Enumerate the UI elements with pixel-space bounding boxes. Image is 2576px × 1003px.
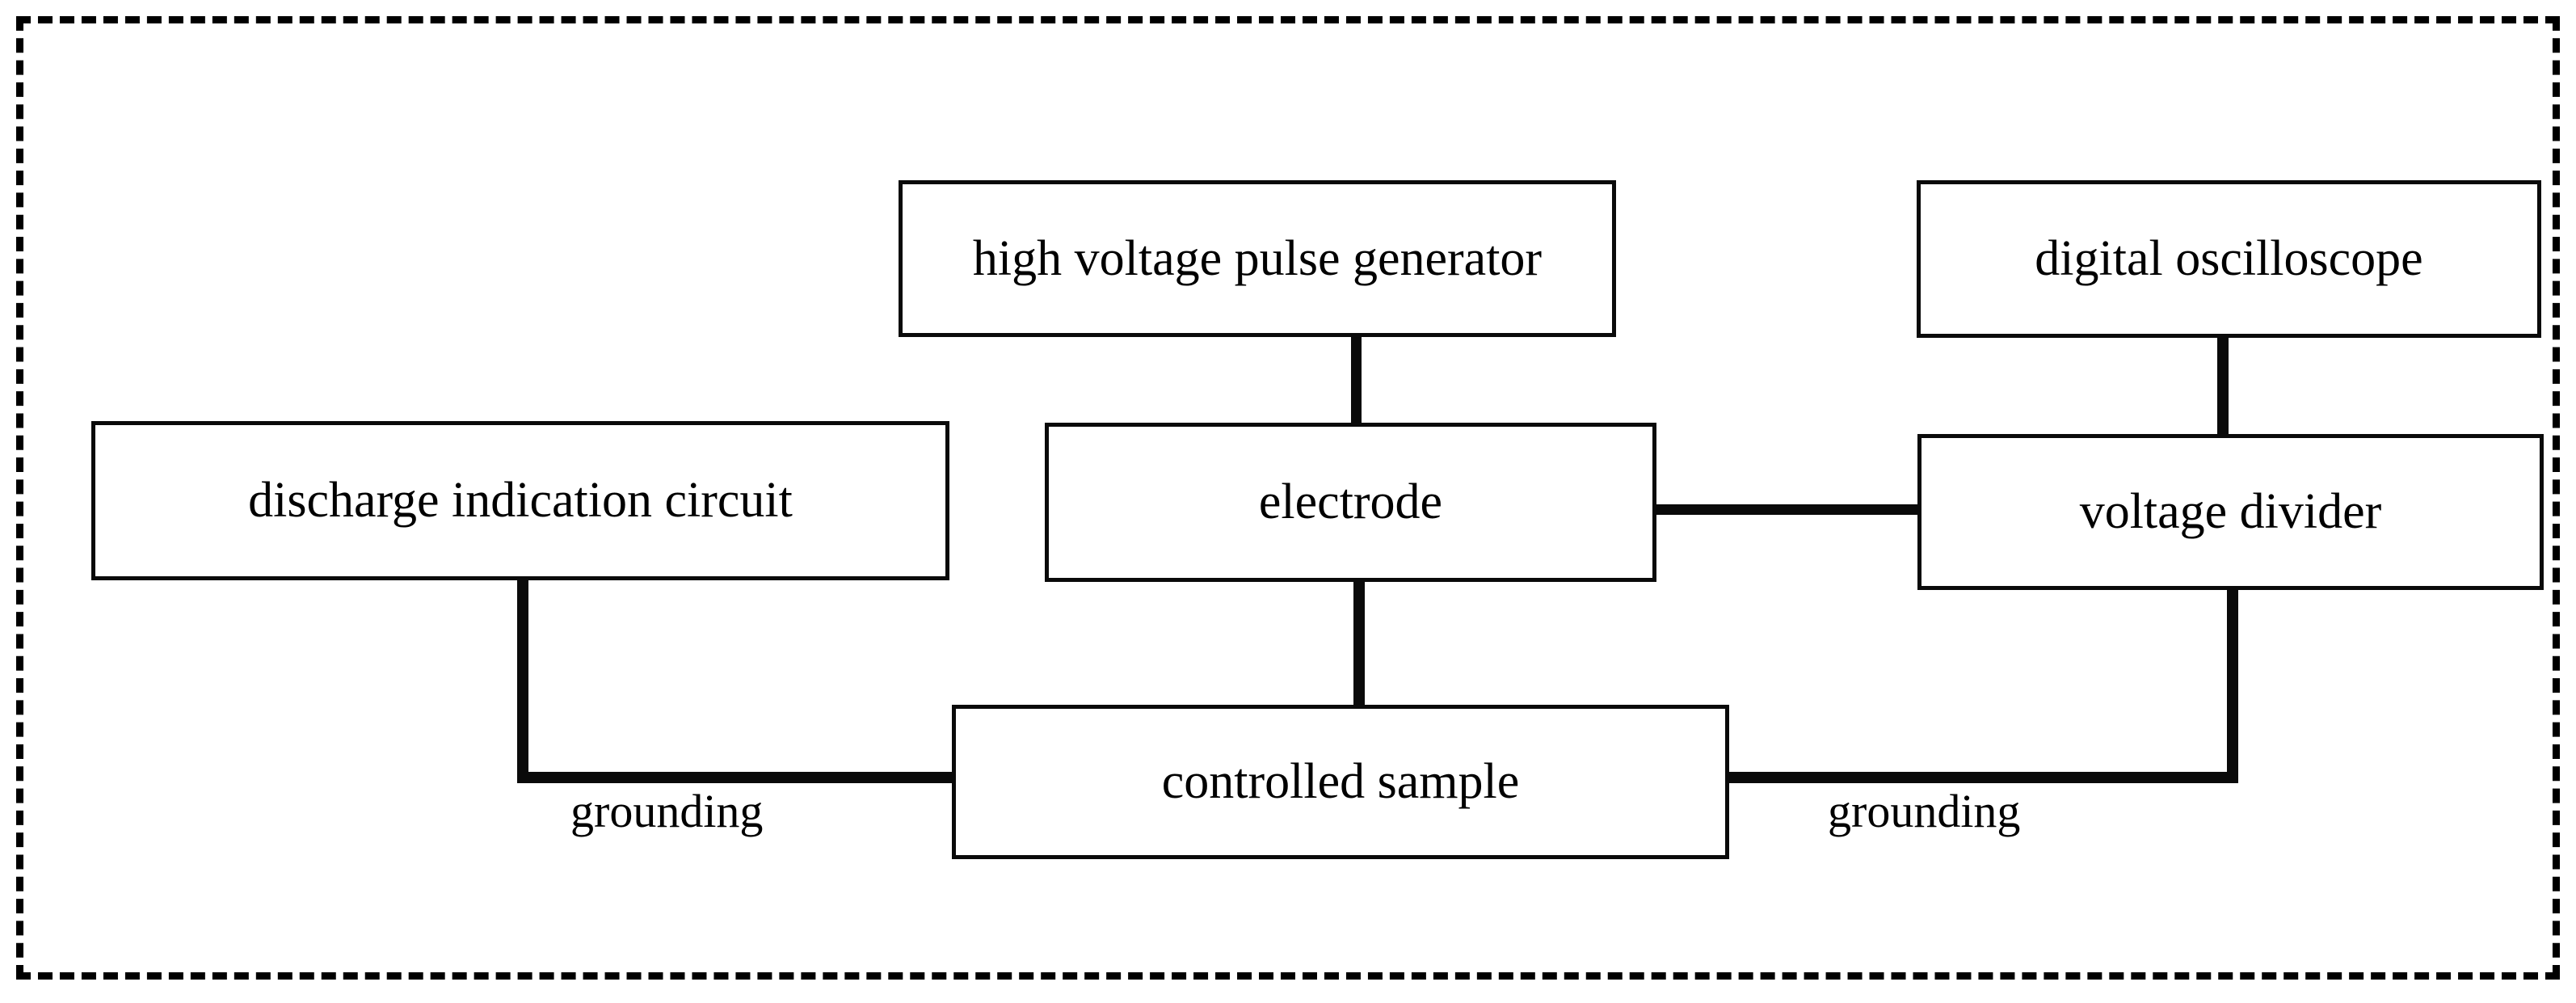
block-discharge-indication-circuit: discharge indication circuit [91, 421, 949, 580]
block-high-voltage-pulse-generator: high voltage pulse generator [899, 180, 1616, 337]
annotation-grounding-right: grounding [1828, 785, 2021, 837]
block-digital-oscilloscope: digital oscilloscope [1917, 180, 2541, 338]
connector-electrode-to-controlled-sample-segment-0 [1353, 579, 1365, 708]
block-label-voltage-divider: voltage divider [2079, 484, 2382, 540]
block-label-electrode: electrode [1258, 474, 1443, 530]
block-label-high-voltage-pulse-generator: high voltage pulse generator [972, 230, 1543, 286]
block-voltage-divider: voltage divider [1917, 434, 2544, 590]
block-label-digital-oscilloscope: digital oscilloscope [2035, 231, 2423, 287]
connector-discharge-circuit-grounding-segment-0 [517, 577, 528, 778]
block-label-discharge-indication-circuit: discharge indication circuit [248, 473, 793, 529]
block-label-controlled-sample: controlled sample [1161, 754, 1520, 810]
dashed-enclosure-border [16, 16, 2560, 980]
connector-voltage-divider-grounding-segment-1 [1726, 772, 2238, 783]
connector-oscilloscope-to-voltage-divider-segment-0 [2217, 335, 2229, 438]
connector-discharge-circuit-grounding-segment-1 [517, 772, 957, 783]
connector-voltage-divider-grounding-segment-0 [2227, 587, 2238, 778]
block-electrode: electrode [1045, 423, 1656, 582]
annotation-grounding-left: grounding [570, 785, 764, 837]
block-controlled-sample: controlled sample [952, 705, 1729, 859]
connector-electrode-to-voltage-divider-segment-0 [1652, 504, 1921, 515]
connector-generator-to-electrode-segment-0 [1351, 335, 1362, 425]
